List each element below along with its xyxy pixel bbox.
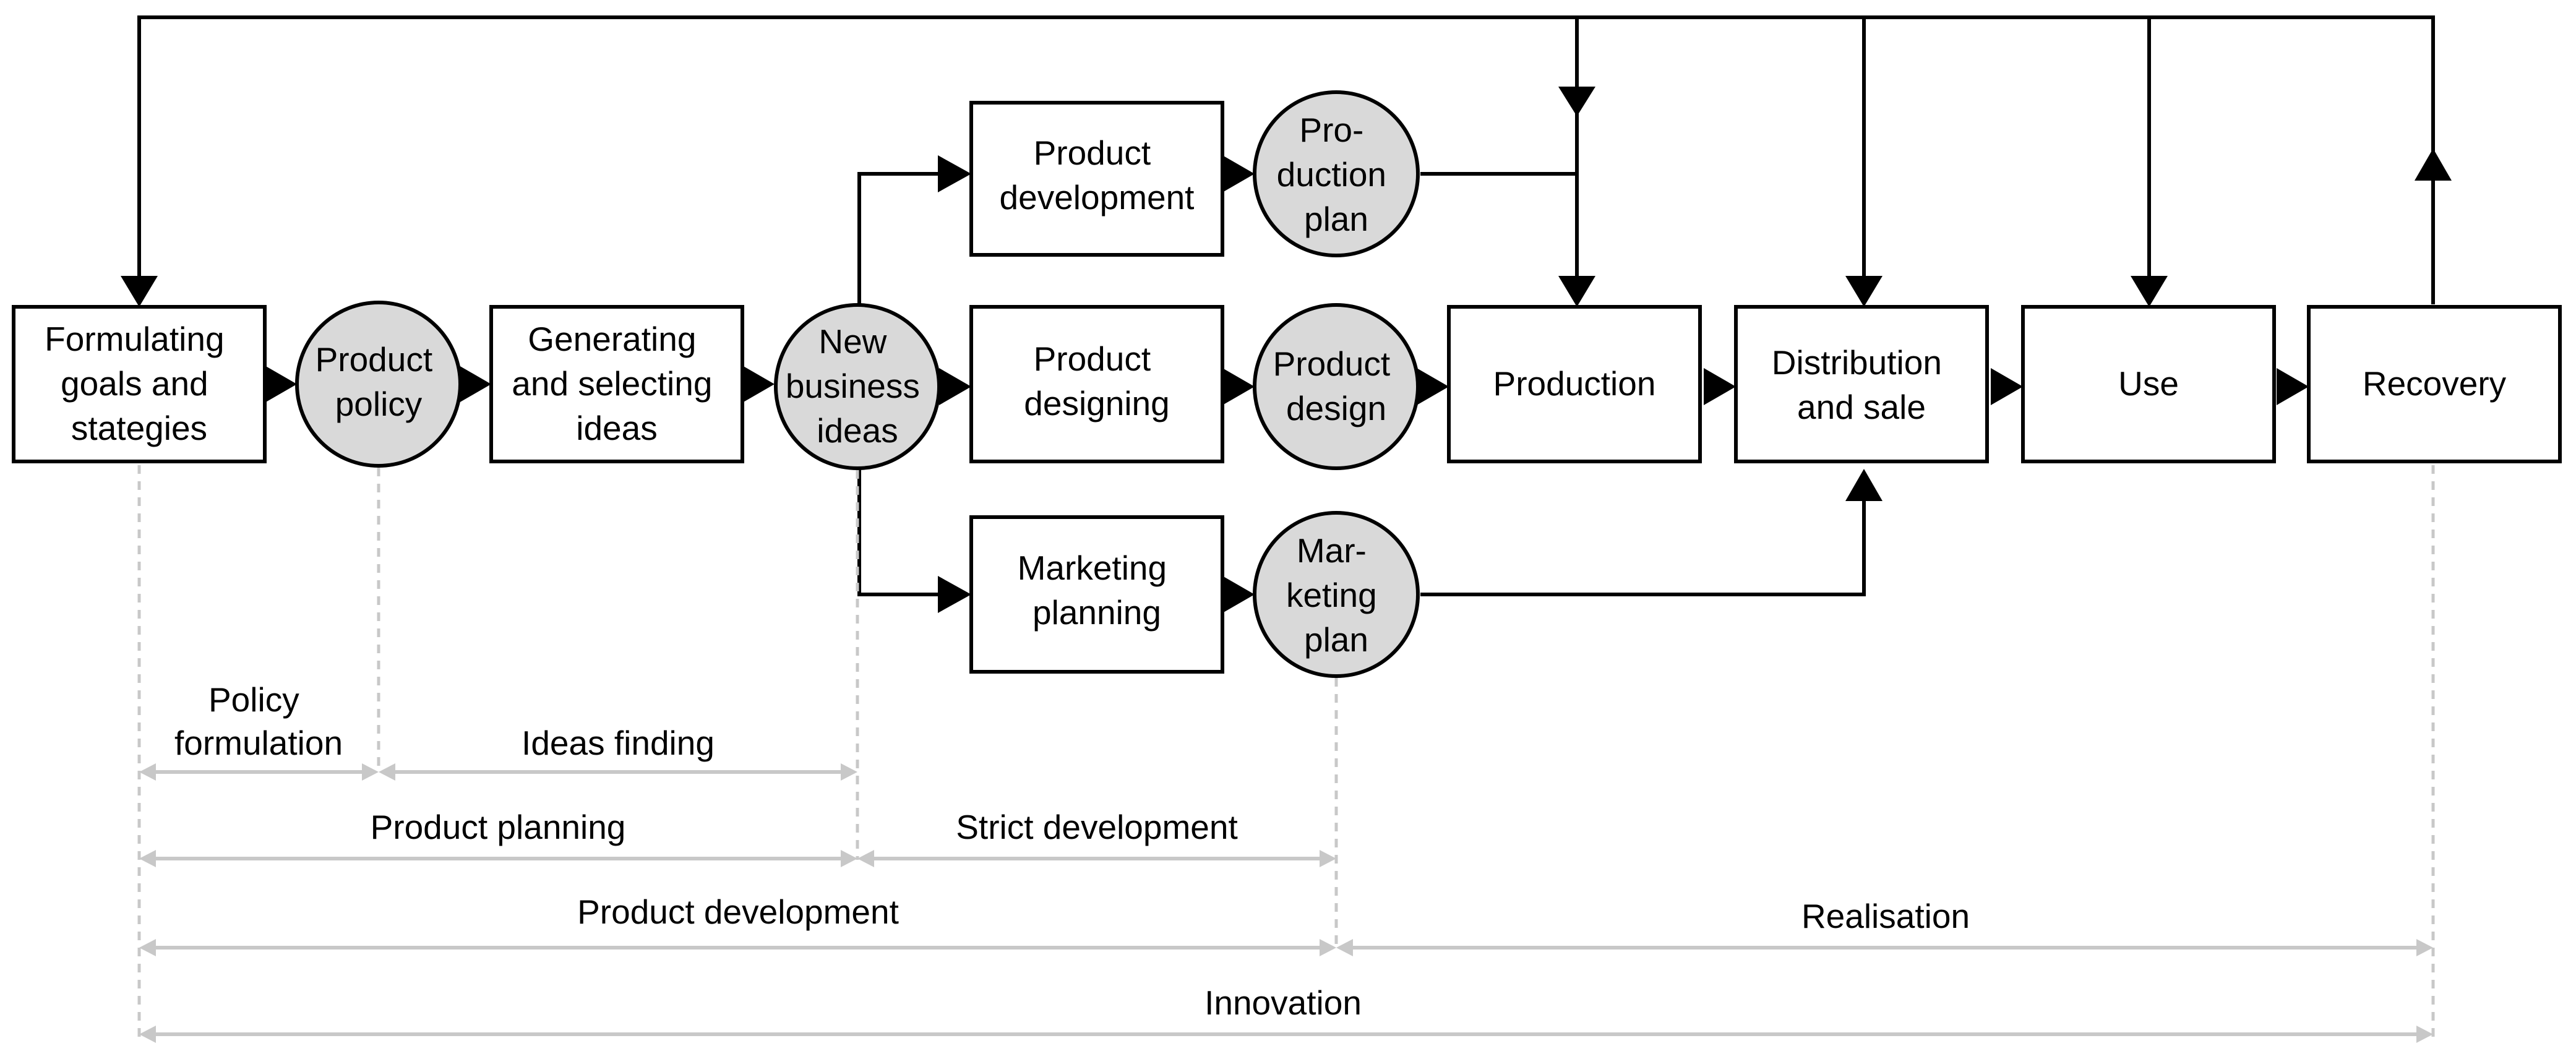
flow-arrowheads [121,87,2452,613]
span-product-planning: Product planning [139,808,857,867]
arrowhead-up-recovery [2415,148,2452,181]
node-product-development: Product development [969,101,1224,257]
node-product-designing-label: Product designing [1024,340,1169,422]
span-product-development-label: Product development [577,893,899,931]
node-production-plan-label: Pro- duction plan [1277,111,1396,238]
arrowhead-into-generating [459,366,491,403]
node-product-designing: Product designing [969,305,1224,463]
process-boxes: Formulating goals and stategies Generati… [12,101,2562,674]
node-product-development-label: Product development [1000,134,1195,217]
link-marketingplan-distribution [1420,498,1866,596]
node-formulating-goals-label: Formulating goals and stategies [45,320,234,447]
node-marketing-planning-label: Marketing planning [1018,549,1177,632]
arrowhead-into-production-top [1558,276,1595,307]
arrowhead-into-marketingbox [938,576,971,613]
arrowhead-into-policy [265,366,297,403]
span-product-planning-label: Product planning [371,808,626,846]
node-new-business-ideas-label: New business ideas [786,322,929,450]
arrowhead-into-production [1417,368,1449,405]
branch-down [857,469,940,596]
arrowhead-into-distribution-top [1845,276,1883,307]
span-innovation-label: Innovation [1204,984,1362,1022]
node-distribution-and-sale: Distribution and sale [1734,305,1989,463]
span-policy-formulation: Policy formulation [139,680,379,781]
node-product-design: Product design [1253,303,1420,470]
arrowhead-into-use [1991,368,2023,405]
arrowhead-mid-feedback [1558,87,1595,116]
node-recovery-label: Recovery [2363,364,2507,403]
arrowhead-into-design [1222,368,1255,405]
arrowhead-into-distribution [1704,368,1736,405]
arrowhead-into-productionplan [1222,155,1255,192]
arrowhead-into-newideas [742,366,775,403]
node-use-label: Use [2118,364,2179,403]
node-new-business-ideas: New business ideas [774,303,941,470]
node-marketing-plan-label: Mar- keting plan [1286,531,1386,659]
node-product-policy: Product policy [295,301,462,468]
node-distribution-and-sale-label: Distribution and sale [1772,343,1951,426]
node-marketing-plan: Mar- keting plan [1253,511,1420,678]
node-formulating-goals: Formulating goals and stategies [12,305,267,463]
span-innovation: Innovation [139,984,2433,1043]
node-production-plan: Pro- duction plan [1253,90,1420,257]
node-generating-ideas-label: Generating and selecting ideas [512,320,721,447]
span-strict-development-label: Strict development [956,808,1238,846]
span-product-development: Product development [139,893,1336,956]
output-circles: Product policy New business ideas Pro- d… [295,90,1420,678]
node-marketing-planning: Marketing planning [969,515,1224,674]
arrowhead-into-marketingplan [1222,576,1255,613]
arrowhead-into-use-top [2131,276,2168,307]
span-ideas-finding: Ideas finding [379,724,857,781]
span-policy-formulation-label: Policy formulation [174,680,343,762]
span-ideas-finding-label: Ideas finding [522,724,715,762]
span-strict-development: Strict development [857,808,1336,867]
arrowhead-into-devbox [938,155,971,192]
phase-spans: Policy formulation Ideas finding Product… [139,680,2433,1043]
node-recovery: Recovery [2307,305,2562,463]
span-realisation-label: Realisation [1801,897,1970,935]
node-product-design-label: Product design [1273,345,1400,427]
node-production-label: Production [1493,364,1656,403]
span-realisation: Realisation [1336,897,2433,956]
node-use: Use [2021,305,2276,463]
phase-guides [137,465,2435,1037]
branch-up [857,172,940,304]
arrowhead-into-formulating [121,276,158,307]
node-generating-ideas: Generating and selecting ideas [489,305,744,463]
node-production: Production [1447,305,1702,463]
node-product-policy-label: Product policy [316,340,442,423]
arrowhead-into-designing [939,368,971,405]
arrowhead-up-distribution [1845,469,1883,501]
arrowhead-into-recovery [2277,368,2309,405]
